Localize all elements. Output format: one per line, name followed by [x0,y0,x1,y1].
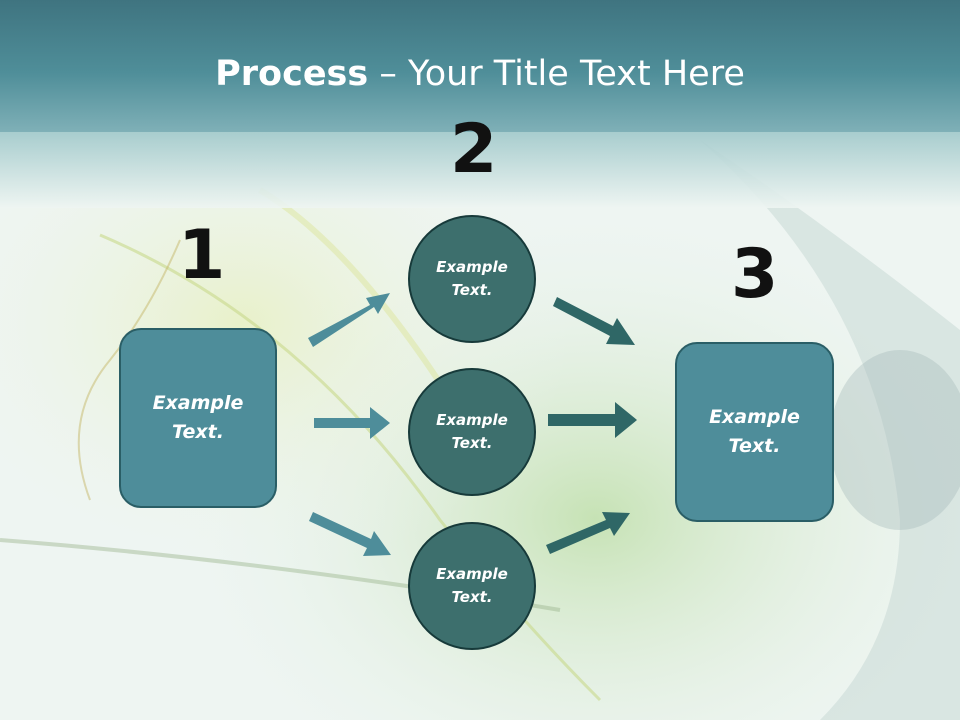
end-box: Example Text. [675,342,834,522]
start-box: Example Text. [119,328,277,508]
step-2-number: 2 [450,110,498,189]
middle-circle-bottom: Example Text. [408,522,536,650]
middle-circle-bottom-text: Example Text. [436,565,508,606]
title-rest: – Your Title Text Here [368,54,745,94]
middle-circle-top-text: Example Text. [436,258,508,299]
slide-title: Process – Your Title Text Here [0,52,960,96]
middle-circle-center: Example Text. [408,368,536,496]
step-3-number: 3 [731,235,779,314]
middle-circle-center-text: Example Text. [436,411,508,452]
step-1-number: 1 [178,216,226,295]
end-box-text: Example Text. [709,406,800,457]
middle-circle-top: Example Text. [408,215,536,343]
start-box-text: Example Text. [152,392,244,443]
title-bold: Process [215,54,369,94]
